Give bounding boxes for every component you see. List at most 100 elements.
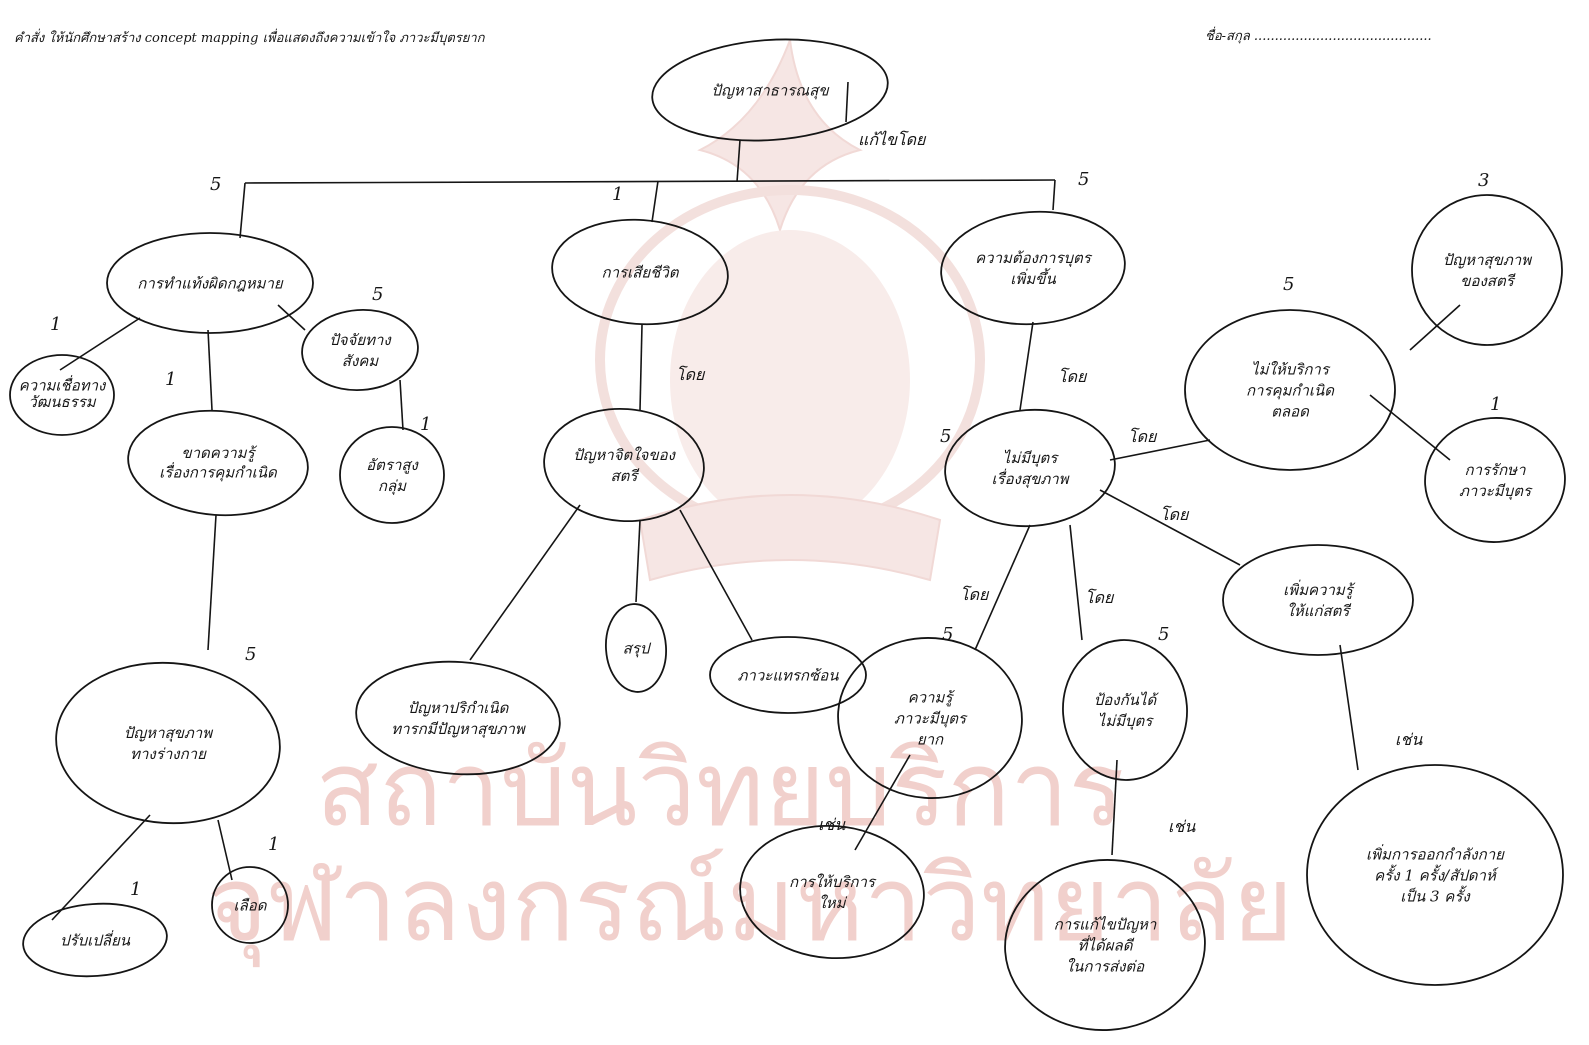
- concept-node-label: เพิ่มการออกกำลังกาย: [1366, 843, 1505, 863]
- concept-node-label: ปัญหาสุขภาพ: [124, 724, 213, 742]
- concept-node-outline: [211, 866, 289, 944]
- concept-node-label: ครั้ง 1 ครั้ง/สัปดาห์: [1374, 864, 1499, 884]
- concept-node-label: ไม่มีบุตร: [1098, 712, 1155, 730]
- edge-n21-n24: [1111, 759, 1118, 856]
- concept-node-label: ให้แก่สตรี: [1287, 602, 1352, 620]
- concept-node-outline: [709, 636, 867, 714]
- concept-node-label: ปัญหาปริกำเนิด: [408, 699, 510, 717]
- node-score: 5: [1078, 169, 1089, 190]
- concept-node-label: เพิ่มความรู้: [1283, 579, 1356, 599]
- concept-node-outline: [837, 637, 1023, 799]
- concept-node-label: ในการส่งต่อ: [1066, 957, 1145, 975]
- concept-node-label: การคุมกำเนิด: [1246, 381, 1335, 399]
- concept-node-label: การแก้ไขปัญหา: [1054, 915, 1157, 933]
- concept-node-label: ปัจจัยทาง: [329, 331, 392, 349]
- concept-node-label: ยาก: [917, 730, 944, 748]
- concept-node-label: สังคม: [342, 352, 380, 370]
- edge-n16-n18: [1369, 394, 1451, 461]
- concept-node-label: ตลอด: [1271, 402, 1310, 420]
- concept-node-label: เป็น 3 ครั้ง: [1400, 885, 1471, 905]
- concept-node-outline: [1184, 309, 1396, 471]
- edge-n15-n19: [1099, 489, 1241, 566]
- concept-node-n20: ความรู้ภาวะมีบุตรยาก 5: [837, 624, 1023, 799]
- concept-node-outline: [127, 409, 309, 517]
- node-score: 1: [612, 184, 623, 205]
- concept-node-label: วัฒนธรรม: [28, 393, 96, 411]
- concept-node-label: ภาวะมีบุตร: [894, 709, 968, 727]
- concept-node-label: ทางร่างกาย: [130, 745, 207, 763]
- edge-label-n15-n16: โดย: [1128, 427, 1158, 446]
- instruction-text: คำสั่ง ให้นักศึกษาสร้าง concept mapping …: [14, 28, 486, 46]
- edges: [51, 81, 1461, 921]
- node-score: 5: [210, 174, 221, 195]
- concept-node-outline: [1306, 764, 1564, 986]
- concept-node-n12: สรุป: [605, 603, 667, 693]
- concept-node-outline: [1062, 639, 1188, 781]
- node-score: 1: [50, 314, 61, 335]
- concept-node-label: การรักษา: [1464, 461, 1526, 479]
- concept-node-outline: [301, 308, 419, 392]
- concept-node-outline: [1424, 417, 1566, 543]
- node-score: 1: [1490, 394, 1501, 415]
- concept-node-label: การให้บริการ: [789, 873, 877, 891]
- edge-label-n15-n19: โดย: [1160, 505, 1190, 524]
- edge-n1-n5: [207, 329, 213, 411]
- concept-node-label: ปัญหาสุขภาพ: [1443, 251, 1532, 269]
- concept-node-label: สรุป: [623, 639, 652, 657]
- concept-node-outline: [355, 660, 561, 776]
- node-score: 1: [268, 834, 279, 855]
- node-score: 5: [372, 284, 383, 305]
- edge-root-n2: [736, 139, 741, 183]
- concept-node-outline: [55, 661, 281, 825]
- concept-node-label: ปัญหาจิตใจของ: [573, 446, 677, 464]
- concept-node-label: ใหม่: [818, 894, 847, 912]
- concept-node-label: เรื่องการคุมกำเนิด: [159, 461, 278, 481]
- edge-n15-n20: [974, 524, 1031, 651]
- edge-n11-n14: [469, 504, 581, 661]
- concept-node-label: ความรู้: [908, 688, 956, 706]
- concept-node-outline: [739, 824, 925, 960]
- concept-node-label: ของสตรี: [1460, 272, 1516, 290]
- concept-node-n7: อัตราสูงกลุ่ม1: [339, 414, 445, 524]
- node-score: 5: [1283, 274, 1294, 295]
- concept-node-label: การเสียชีวิต: [602, 263, 680, 281]
- edge-n3-n15: [1019, 321, 1034, 411]
- concept-node-outline: [651, 38, 889, 142]
- concept-node-outline: [551, 218, 729, 326]
- node-score: 1: [420, 414, 431, 435]
- edge-n19-n22: [1339, 644, 1359, 771]
- edge-n5-n8: [207, 514, 217, 651]
- node-score: 1: [165, 369, 176, 390]
- concept-node-outline: [339, 426, 445, 524]
- concept-node-outline: [605, 603, 667, 693]
- node-score: 5: [940, 426, 951, 447]
- concept-node-label: สตรี: [611, 467, 640, 485]
- concept-node-label: ภาวะมีบุตร: [1459, 482, 1533, 500]
- edge-n15-n16: [1109, 439, 1211, 461]
- node-score: 5: [245, 644, 256, 665]
- concept-node-label: ทารกมีปัญหาสุขภาพ: [391, 720, 526, 738]
- edge-trunk-n2: [651, 180, 659, 223]
- node-score: 5: [942, 624, 953, 645]
- concept-node-label: ขาดความรู้: [181, 444, 257, 462]
- edge-label-n15-n21: โดย: [1085, 588, 1115, 607]
- edge-n15-n21: [1069, 524, 1083, 641]
- node-score: 5: [1158, 624, 1169, 645]
- student-name-field: ชื่อ-สกุล ..............................…: [1205, 26, 1432, 44]
- edge-trunk: [244, 179, 1056, 184]
- node-score: 1: [130, 879, 141, 900]
- concept-node-n9: ปรับเปลี่ยน1: [22, 879, 168, 978]
- concept-node-root: ปัญหาสาธารณสุข: [651, 38, 889, 142]
- concept-node-label: การทำแท้งผิดกฎหมาย: [137, 274, 284, 292]
- edge-n1-n4: [59, 317, 141, 371]
- edge-n6-n7: [399, 379, 404, 431]
